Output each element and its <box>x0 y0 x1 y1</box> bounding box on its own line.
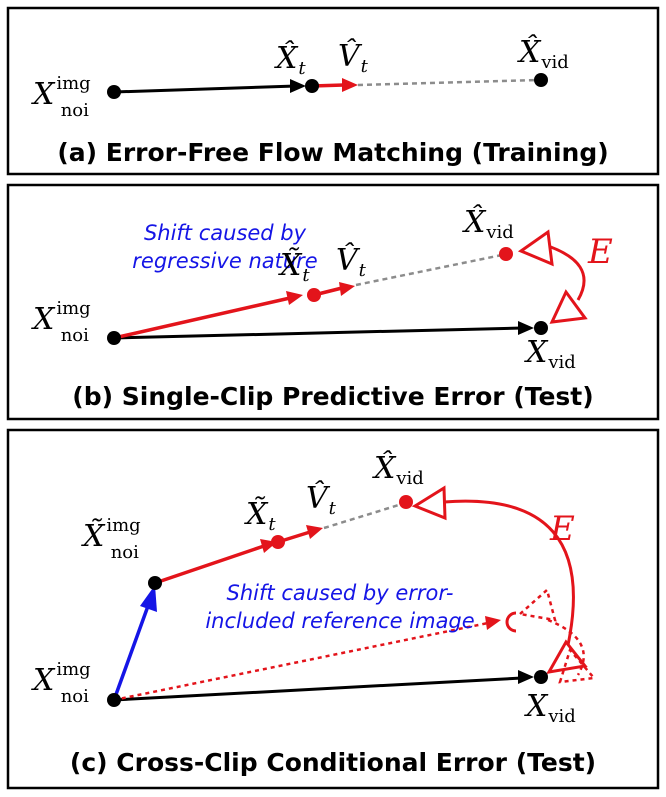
panel-c-dotted-arrowhead-top <box>517 587 557 622</box>
panel-c-xt-label: X̃t <box>244 497 276 535</box>
panel-c-note-line1: Shift caused by error- <box>227 581 454 605</box>
panel-b-error-arrowhead-top <box>517 229 554 267</box>
panel-b-predicted-arrowhead <box>286 291 303 305</box>
panel-c-dotted-arrowhead-bottom <box>558 647 597 684</box>
panel-a-start-point <box>107 85 121 99</box>
panel-c-target-point <box>534 670 548 684</box>
panel-b-note-line1: Shift caused by <box>144 221 307 245</box>
panel-b-xt-point <box>307 288 321 302</box>
panel-c-reference-endpoint <box>505 611 517 633</box>
panel-b-frame <box>6 183 660 421</box>
panel-b-predicted-line <box>113 296 291 340</box>
panel-c-caption: (c) Cross-Clip Conditional Error (Test) <box>70 748 596 777</box>
panel-b-pred-point <box>499 247 513 261</box>
panel-c-pred-label: X̂vid <box>372 451 424 489</box>
panel-b-dashed-path <box>355 253 503 287</box>
panel-c-note-line2: included reference image <box>205 609 474 633</box>
panel-a-vid-label: X̂vid <box>517 35 569 73</box>
panel-c-pred-point <box>399 495 413 509</box>
panel-c-shift-line <box>112 605 150 701</box>
panel-b-target-line <box>113 326 523 340</box>
panel-c-predicted-line <box>154 544 265 585</box>
panel-a-vt-label: V̂t <box>338 39 369 77</box>
panel-c-start-point <box>107 693 121 707</box>
panel-c-dashed-path <box>323 502 403 530</box>
panel-b-velocity-arrowhead <box>339 282 355 296</box>
panel-c-xt-point <box>271 535 285 549</box>
panel-b-error-arrowhead-bottom <box>549 289 588 324</box>
panel-b-start-point <box>107 331 121 345</box>
panel-a-xt-label: X̂t <box>274 41 306 79</box>
panel-a-vid-point <box>534 73 548 87</box>
panel-c-target-line <box>113 676 523 702</box>
panel-b-error-arc <box>541 242 586 301</box>
panel-c-shifted-point <box>148 576 162 590</box>
panel-c-target-label: Xvid <box>524 689 576 727</box>
panel-c-velocity-arrowhead <box>306 525 323 539</box>
panel-c: Shift caused by error- included referenc… <box>6 428 660 790</box>
panel-c-dotted-error-arc <box>547 618 585 676</box>
panel-a-velocity-arrowhead <box>342 78 358 92</box>
panel-b-target-point <box>534 321 548 335</box>
panel-c-target-arrowhead <box>518 670 534 684</box>
panel-b-caption: (b) Single-Clip Predictive Error (Test) <box>72 382 593 411</box>
panel-a-dashed-path <box>357 78 539 87</box>
panel-c-reference-arrowhead <box>485 616 501 630</box>
panel-a-flow-line <box>113 84 297 94</box>
panel-b-vt-label: V̂t <box>336 243 367 281</box>
panel-c-shift-arrowhead <box>140 585 157 612</box>
panel-b-note-line2: regressive nature <box>132 249 317 273</box>
panel-b-target-arrowhead <box>518 321 534 335</box>
panel-b-error-label: E <box>587 232 613 272</box>
panel-c-error-arrowhead-top <box>411 485 447 521</box>
panel-a-caption: (a) Error-Free Flow Matching (Training) <box>57 138 608 167</box>
panel-c-vt-label: V̂t <box>306 481 337 519</box>
panel-a-frame <box>6 6 660 176</box>
panel-c-error-arc <box>443 499 575 646</box>
panel-c-frame <box>6 428 660 790</box>
panel-b-xt-label: X̃t <box>278 248 310 286</box>
panel-c-error-label: E <box>549 509 575 549</box>
panel-b-target-label: Xvid <box>524 335 576 373</box>
panel-a-flow-arrowhead <box>290 79 306 93</box>
panel-a-xt-point <box>305 79 319 93</box>
panel-b-pred-label: X̂vid <box>462 205 514 243</box>
